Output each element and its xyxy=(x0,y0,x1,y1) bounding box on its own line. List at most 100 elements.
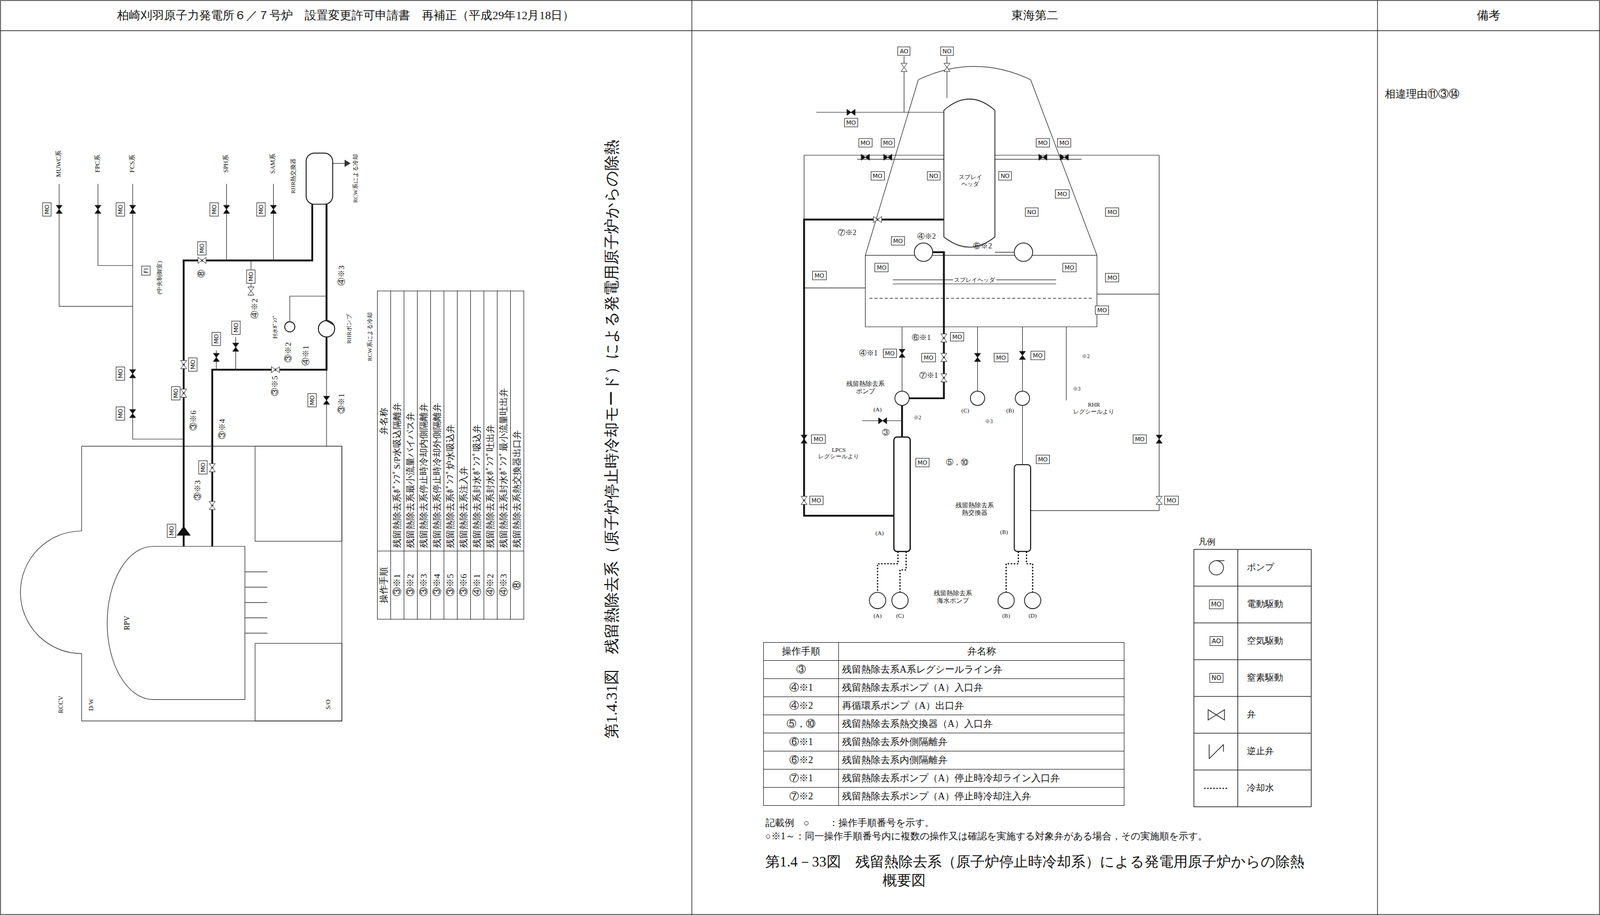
actuator-label: MO xyxy=(213,333,220,344)
table-cell-text: ③※5 xyxy=(444,573,455,597)
table-row: ④※3残留熱除去系封水ﾎﾟﾝﾌﾟ最小流量吐出弁 xyxy=(496,290,511,619)
valve-actuator-box: MO xyxy=(880,138,895,148)
table-cell: ⑤，⑩ xyxy=(763,714,839,733)
drawing-use xyxy=(1156,495,1163,504)
actuator-label: MO xyxy=(172,388,179,398)
drawing-rect xyxy=(306,152,333,204)
table-row: ④※2残留熱除去系封水ﾎﾟﾝﾌﾟ吐出弁 xyxy=(483,290,497,619)
drawing-rect xyxy=(1194,549,1312,807)
drawing-use xyxy=(873,216,882,223)
table-row: ⑥※2残留熱除去系内側隔離弁 xyxy=(763,750,1125,770)
drawing-path xyxy=(869,297,1093,299)
table-cell-text: ⑤，⑩ xyxy=(786,717,816,729)
figure-caption: 第1.4.31図 残留熱除去系（原子炉停止時冷却モード）による発電用原子炉からの… xyxy=(603,139,622,739)
legend-text: 電動駆動 xyxy=(1246,598,1284,610)
legend-text: 空気駆動 xyxy=(1246,635,1284,647)
callout-number: ⑧ xyxy=(197,269,207,278)
actuator-label: MO xyxy=(117,204,125,215)
table-cell-text: 操作手順 xyxy=(781,645,821,657)
table-cell: 再循環系ポンプ（A）出口弁 xyxy=(838,696,1125,715)
left-equipment xyxy=(177,152,335,535)
table-cell-text: ③※3 xyxy=(418,573,429,597)
drawing-use xyxy=(940,353,947,362)
actuator-label: MO xyxy=(1166,496,1177,504)
table-cell-text: 残留熱除去系最小流量バイパス弁 xyxy=(404,411,415,548)
header-cell: 東海第二 xyxy=(1011,8,1059,22)
drawing-use xyxy=(209,501,216,510)
table-cell-text: ⑥※2 xyxy=(789,754,814,765)
train-label: (A) xyxy=(873,405,882,413)
table-cell-text: 残留熱除去系A系レグシールライン弁 xyxy=(842,663,1003,675)
actuator-label: MO xyxy=(247,271,255,282)
drawing-path xyxy=(1207,709,1225,720)
table-cell: ④※1 xyxy=(763,678,839,697)
table-cell: 残留熱除去系封水ﾎﾟﾝﾌﾟ吸込弁 xyxy=(470,290,484,551)
table-cell-text: ③※4 xyxy=(431,573,442,597)
legend-sample: AO xyxy=(1209,635,1223,646)
drawing-use xyxy=(129,409,136,418)
table-cell-text: 残留熱除去系ﾎﾟﾝﾌﾟ炉水吸込弁 xyxy=(444,423,455,548)
valve-actuator-box: MO xyxy=(870,170,885,181)
callout-number: ③※1 xyxy=(337,393,347,414)
train-label: (B) xyxy=(1000,528,1009,536)
equipment-label: 封水ﾎﾟﾝﾌﾟ xyxy=(272,314,280,339)
train-label: (B) xyxy=(1002,611,1011,619)
table-row: ④※2再循環系ポンプ（A）出口弁 xyxy=(763,696,1125,715)
valve-actuator-box: MO xyxy=(1035,454,1050,464)
drawing-use xyxy=(1156,434,1163,443)
drawing-use xyxy=(861,153,870,160)
valve-actuator-box: MO xyxy=(116,366,126,381)
table-cell: ④※1 xyxy=(470,550,484,619)
table-cell: 弁名称 xyxy=(838,642,1125,661)
drawing-path xyxy=(245,571,268,633)
table-cell-text: 残留熱除去系停止時冷却外側隔離弁 xyxy=(431,402,442,548)
drawing-circle xyxy=(894,390,910,406)
location-label: (中央制御室) xyxy=(156,260,163,295)
callout-number: ③ xyxy=(882,428,890,437)
valve-actuator-box: MO xyxy=(883,348,897,358)
drawing-use xyxy=(180,388,187,397)
middle-piping xyxy=(804,55,1160,511)
actuator-label: MO xyxy=(117,368,125,379)
table-cell-text: ③※6 xyxy=(458,573,469,597)
table-cell: 残留熱除去系外側隔離弁 xyxy=(838,732,1125,751)
table-row: ③※3残留熱除去系停止時冷却内側隔離弁 xyxy=(417,290,431,619)
table-cell-text: 残留熱除去系外側隔離弁 xyxy=(842,736,948,747)
legend-text: ポンプ xyxy=(1246,561,1275,573)
region-label: D/W xyxy=(88,697,96,710)
train-label: (B) xyxy=(1006,406,1015,414)
table-cell: 残留熱除去系封水ﾎﾟﾝﾌﾟ最小流量吐出弁 xyxy=(496,290,511,551)
drawing-path xyxy=(1204,787,1229,789)
region-label: RCCV xyxy=(57,695,65,714)
drawing-circle xyxy=(998,591,1015,609)
drawing-path xyxy=(943,99,995,248)
table-cell: 残留熱除去系ポンプ（A）入口弁 xyxy=(838,678,1125,697)
valve-actuator-box: MO xyxy=(1030,350,1045,360)
note-mark: ※3 xyxy=(1072,385,1081,393)
actuator-label: MO xyxy=(43,204,51,215)
valve-actuator-box: NO xyxy=(940,46,954,56)
drawing-use xyxy=(55,205,62,214)
legend-text: 窒素駆動 xyxy=(1246,672,1284,683)
table-cell: 残留熱除去系ポンプ（A）停止時冷却ライン入口弁 xyxy=(838,769,1125,788)
table-body: 操作手順弁名称③残留熱除去系A系レグシールライン弁④※1残留熱除去系ポンプ（A）… xyxy=(763,642,1125,806)
table-cell-text: ⑦※2 xyxy=(789,790,814,802)
system-label: FCS系 xyxy=(128,154,137,173)
callout-number: ③※3 xyxy=(193,479,203,501)
drawing-use xyxy=(232,343,239,351)
actuator-label: MO xyxy=(308,395,316,405)
drawing-use xyxy=(270,205,277,214)
table-row: ⑦※2残留熱除去系ポンプ（A）停止時冷却注入弁 xyxy=(763,787,1125,806)
legend-sample: NO xyxy=(1209,672,1223,683)
cooling-label: RCW系による冷却 xyxy=(365,312,373,362)
actuator-label: NO xyxy=(929,172,939,179)
actuator-label: MO xyxy=(1059,139,1069,147)
drawing-path xyxy=(877,551,1033,593)
drawing-path xyxy=(902,326,1023,465)
drawing-rect xyxy=(255,642,342,721)
valve-actuator-box: AO xyxy=(897,46,911,56)
table-cell: ⑥※2 xyxy=(763,750,839,770)
table-cell: ③※5 xyxy=(443,550,457,619)
callout-number: ③※2 xyxy=(284,341,294,363)
